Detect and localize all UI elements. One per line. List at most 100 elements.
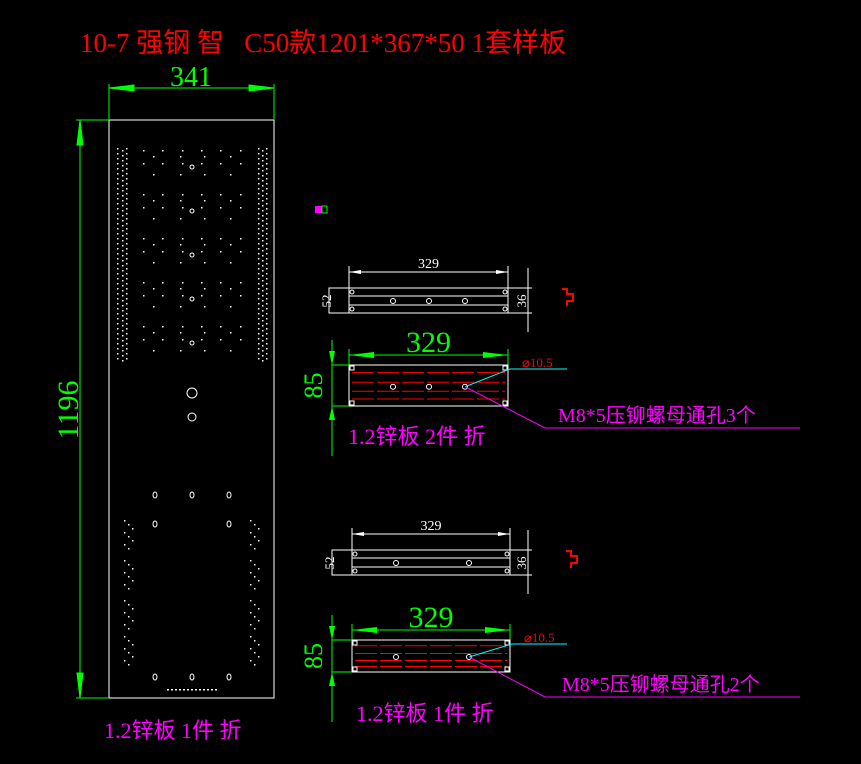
- perforation: [122, 250, 124, 252]
- perforation: [262, 285, 264, 287]
- perforation: [128, 604, 130, 606]
- perforation: [128, 628, 130, 630]
- perforation: [254, 616, 256, 618]
- arrow: [329, 626, 335, 640]
- arrow: [349, 270, 361, 274]
- perforation: [262, 160, 264, 162]
- perforation: [250, 520, 252, 522]
- perforation: [254, 576, 256, 578]
- perforation: [122, 235, 124, 237]
- perforation: [262, 340, 264, 342]
- perforation: [132, 568, 134, 570]
- perforation: [128, 524, 130, 526]
- perforation: [250, 572, 252, 574]
- perforation: [201, 150, 203, 152]
- perforation: [258, 620, 260, 622]
- perforation: [258, 318, 260, 320]
- perforation: [128, 652, 130, 654]
- perforation: [122, 270, 124, 272]
- perforation: [258, 248, 260, 250]
- perforation: [266, 293, 268, 295]
- large-hole: [186, 387, 198, 399]
- perforation: [126, 233, 128, 235]
- perforation: [220, 238, 222, 240]
- perforation: [122, 290, 124, 292]
- note-leader-line: [468, 656, 800, 698]
- mounting-hole: [226, 673, 232, 681]
- perforation: [258, 358, 260, 360]
- perforation: [122, 220, 124, 222]
- perforation: [122, 275, 124, 277]
- perforation: [162, 238, 164, 240]
- perforation: [117, 248, 119, 250]
- arrow: [498, 532, 510, 536]
- perforation: [126, 208, 128, 210]
- perforation: [124, 520, 126, 522]
- perforation: [266, 258, 268, 260]
- perforation: [266, 178, 268, 180]
- perforation: [126, 238, 128, 240]
- perforation: [258, 353, 260, 355]
- perforation: [126, 228, 128, 230]
- perforation: [126, 318, 128, 320]
- perforation: [258, 163, 260, 165]
- layer-marker-icon: [315, 205, 328, 214]
- perforation: [250, 532, 252, 534]
- perforation: [262, 230, 264, 232]
- perforation: [262, 345, 264, 347]
- perforation: [122, 175, 124, 177]
- perforation: [117, 323, 119, 325]
- hole: [390, 298, 396, 304]
- perforation: [258, 263, 260, 265]
- perforation: [126, 258, 128, 260]
- perforation: [204, 218, 206, 220]
- left-dimension-text: 52: [319, 295, 334, 308]
- perforation: [262, 205, 264, 207]
- corner-hole: [502, 306, 508, 312]
- corner-hole: [502, 400, 508, 406]
- corner-hole: [349, 365, 355, 371]
- perforation: [258, 153, 260, 155]
- perforation: [258, 278, 260, 280]
- perforation: [250, 584, 252, 586]
- perforation: [124, 636, 126, 638]
- perforation: [117, 233, 119, 235]
- perforation: [153, 200, 155, 202]
- perforation: [191, 689, 193, 691]
- perforation: [220, 194, 222, 196]
- perforation: [266, 308, 268, 310]
- perforation: [207, 689, 209, 691]
- perforation: [262, 190, 264, 192]
- corner-hole: [352, 568, 358, 574]
- perforation: [262, 165, 264, 167]
- perforation: [262, 270, 264, 272]
- hole-diameter-text: ⌀10.5: [524, 630, 555, 645]
- perforation: [122, 340, 124, 342]
- perforation: [258, 168, 260, 170]
- perforation: [204, 306, 206, 308]
- perforation: [143, 295, 145, 297]
- perforation: [126, 273, 128, 275]
- corner-hole: [504, 568, 510, 574]
- perforation: [204, 332, 206, 334]
- perforation: [180, 332, 182, 334]
- perforation: [117, 263, 119, 265]
- perforation: [117, 193, 119, 195]
- perforation: [254, 664, 256, 666]
- perforation: [258, 568, 260, 570]
- perforation: [153, 288, 155, 290]
- perforation: [258, 313, 260, 315]
- perforation: [240, 194, 242, 196]
- perforation: [258, 656, 260, 658]
- perforation: [266, 268, 268, 270]
- perforation: [204, 350, 206, 352]
- perforation: [126, 293, 128, 295]
- perforation: [215, 689, 217, 691]
- perforation: [240, 150, 242, 152]
- perforation: [258, 223, 260, 225]
- height-dimension-text: 85: [299, 643, 328, 669]
- perforation: [220, 150, 222, 152]
- perforation: [122, 190, 124, 192]
- perforation: [153, 306, 155, 308]
